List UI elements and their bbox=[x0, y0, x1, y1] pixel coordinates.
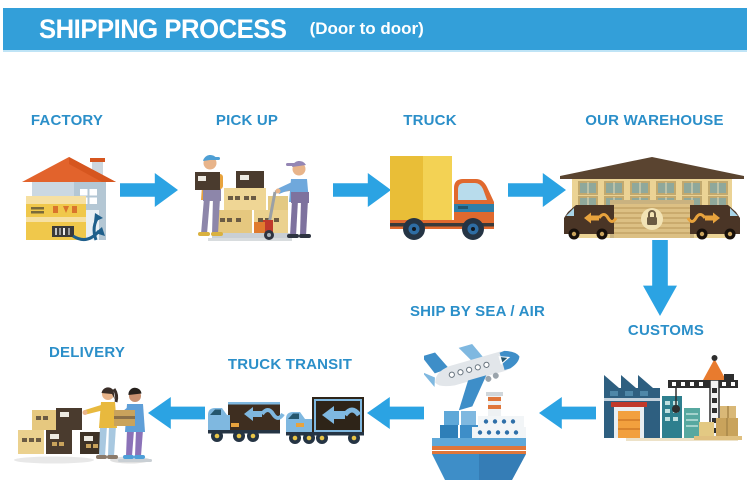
airplane-and-cargo-ship-illustration bbox=[424, 330, 532, 488]
cargo-crates bbox=[694, 406, 742, 440]
step-label-delivery: DELIVERY bbox=[48, 344, 126, 361]
airplane-icon bbox=[424, 343, 520, 411]
box-stack bbox=[18, 408, 104, 454]
step-label-truck-transit: TRUCK TRANSIT bbox=[227, 356, 353, 373]
customs-factory-building bbox=[604, 375, 660, 438]
flow-arrow-pickup-to-truck-icon bbox=[333, 173, 391, 207]
flow-arrow-warehouse-to-customs-icon bbox=[643, 240, 677, 316]
padlock-icon bbox=[641, 208, 663, 230]
page-subtitle: (Door to door) bbox=[309, 19, 424, 38]
port-buildings bbox=[662, 396, 700, 438]
cargo-box-truck-illustration bbox=[386, 150, 498, 242]
cargo-ship-icon bbox=[432, 392, 526, 480]
step-label-truck: TRUCK bbox=[403, 112, 457, 129]
flow-arrow-factory-to-pickup-icon bbox=[120, 173, 178, 207]
factory-house-illustration bbox=[16, 146, 122, 246]
barcode-icon bbox=[52, 226, 74, 237]
step-label-our-warehouse: OUR WAREHOUSE bbox=[585, 112, 724, 129]
courier-man bbox=[114, 387, 152, 462]
workers-loading-boxes-illustration bbox=[178, 146, 320, 246]
crane-icon bbox=[668, 355, 738, 439]
fragile-marks-icon bbox=[53, 206, 77, 213]
step-label-customs: CUSTOMS bbox=[627, 322, 705, 339]
wheel-icon bbox=[403, 218, 425, 240]
wheel-icon bbox=[462, 218, 484, 240]
semi-truck-left bbox=[208, 402, 285, 442]
step-label-ship-by-sea-air: SHIP BY SEA / AIR bbox=[409, 303, 546, 320]
worker-left bbox=[198, 154, 223, 236]
warehouse-with-vans-illustration bbox=[558, 150, 746, 242]
flow-arrow-ship-to-transit-icon bbox=[367, 397, 424, 429]
recipient-woman bbox=[82, 387, 119, 459]
customs-port-crane-illustration bbox=[598, 346, 744, 446]
flow-arrow-transit-to-delivery-icon bbox=[148, 397, 205, 429]
flow-arrow-customs-to-ship-icon bbox=[539, 397, 596, 429]
header-bar: SHIPPING PROCESS (Door to door) bbox=[3, 8, 747, 50]
semi-truck-right bbox=[286, 397, 364, 444]
step-label-pick-up: PICK UP bbox=[215, 112, 279, 129]
worker-right bbox=[275, 160, 311, 238]
semi-trailer-trucks-illustration bbox=[206, 393, 366, 446]
step-label-factory: FACTORY bbox=[30, 112, 104, 129]
page-title: SHIPPING PROCESS bbox=[39, 13, 287, 44]
courier-handover-illustration bbox=[6, 372, 156, 467]
